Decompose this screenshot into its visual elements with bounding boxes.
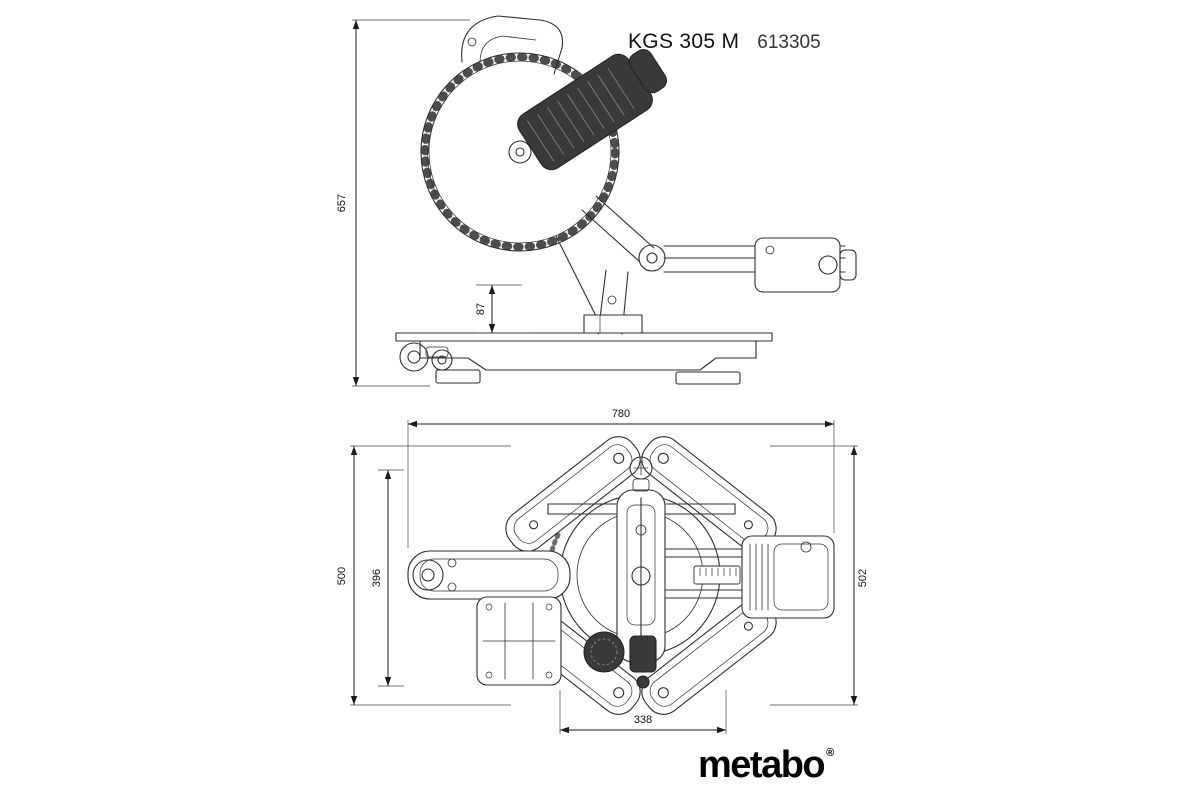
dim-label-right-depth: 502: [857, 569, 869, 587]
slide-handle-top-view: [407, 550, 571, 600]
drawing-title: KGS 305 M 613305: [628, 30, 821, 54]
dim-label-table-height: 87: [475, 303, 487, 315]
dimension-inner-depth: 396: [371, 469, 404, 687]
blade-teeth: [421, 53, 619, 251]
metabo-logo: metabo®: [698, 744, 835, 787]
rail-and-motor-top-view: [664, 535, 835, 619]
motor-housing: [517, 49, 668, 171]
article-number: 613305: [757, 32, 821, 53]
arm-upper-left: [505, 436, 641, 552]
blade-unit-top-view: [616, 456, 666, 663]
dim-label-inner-depth: 396: [371, 569, 383, 587]
dimension-overall-depth: 500: [336, 445, 511, 706]
gear-details: [583, 631, 657, 689]
dim-label-overall-height: 657: [336, 194, 348, 212]
dimension-overall-height: 657: [336, 19, 470, 387]
top-view-drawing: [407, 436, 835, 715]
dim-label-base-width: 338: [634, 714, 652, 726]
model-name: KGS 305 M: [628, 30, 740, 53]
clamp-knobs: [399, 342, 453, 372]
dimension-base-width: 338: [559, 690, 727, 734]
saw-base: [395, 332, 773, 385]
dim-label-overall-width: 780: [612, 408, 630, 420]
registered-trademark-icon: ®: [826, 747, 835, 759]
battery-pack-top-view: [476, 596, 562, 686]
fence: [583, 314, 643, 334]
dimension-table-height: 87: [475, 284, 530, 334]
logo-wordmark: metabo: [698, 744, 826, 786]
slide-rails: [663, 237, 857, 293]
dimension-overall-width: 780: [407, 408, 835, 548]
side-view-drawing: [395, 15, 857, 385]
dim-label-overall-depth: 500: [336, 567, 348, 585]
fence-top-view: [547, 503, 736, 515]
dimension-right-depth: 502: [770, 445, 869, 706]
saw-handle: [461, 15, 564, 75]
